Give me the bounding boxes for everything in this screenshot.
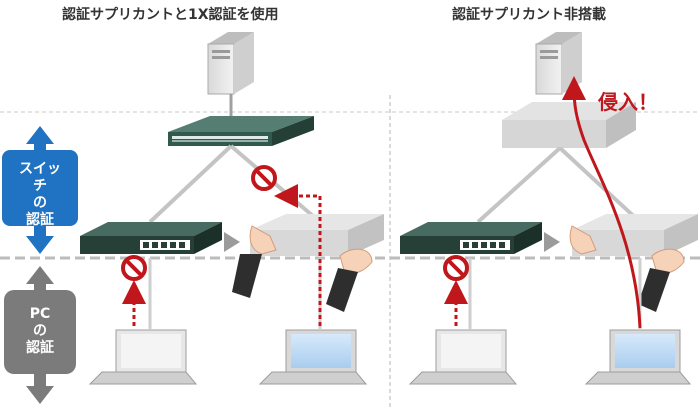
- laptop-icon: [88, 329, 198, 385]
- dotted-arrow-icon: [274, 184, 322, 326]
- link-core-access: [476, 146, 562, 224]
- intrusion-label: 侵入！: [598, 90, 658, 114]
- hand-icon: [638, 248, 685, 312]
- left-section-title: 認証サプリカントと1X認証を使用: [62, 7, 279, 23]
- managed-switch-icon: [400, 222, 542, 254]
- laptop-icon: [258, 329, 368, 385]
- link-core-access: [148, 144, 233, 224]
- switch-auth-arrow-icon: [2, 126, 78, 254]
- connect-arrow-icon: [544, 232, 560, 252]
- link-core-unmanaged: [558, 146, 642, 224]
- right-section-title: 認証サプリカント非搭載: [452, 7, 606, 23]
- managed-switch-icon: [80, 222, 222, 254]
- managed-switch-icon: [168, 116, 314, 146]
- unmanaged-switch-icon: [502, 102, 636, 148]
- laptop-icon: [584, 329, 692, 385]
- hand-icon: [569, 225, 597, 255]
- no-entry-icon: [121, 255, 147, 281]
- intrusion-arrow-icon: [562, 76, 642, 329]
- server-icon: [207, 32, 254, 95]
- no-entry-icon: [443, 255, 469, 281]
- hand-icon: [326, 248, 373, 312]
- switch-auth-label: スイッチ の 認証: [19, 161, 61, 228]
- pc-auth-arrow-icon: [4, 266, 76, 404]
- connect-arrow-icon: [224, 232, 240, 252]
- no-entry-icon: [251, 165, 277, 191]
- server-icon: [535, 32, 582, 95]
- laptop-icon: [408, 329, 518, 385]
- hand-icon: [232, 225, 277, 298]
- pc-auth-label: PC の 認証: [26, 306, 54, 356]
